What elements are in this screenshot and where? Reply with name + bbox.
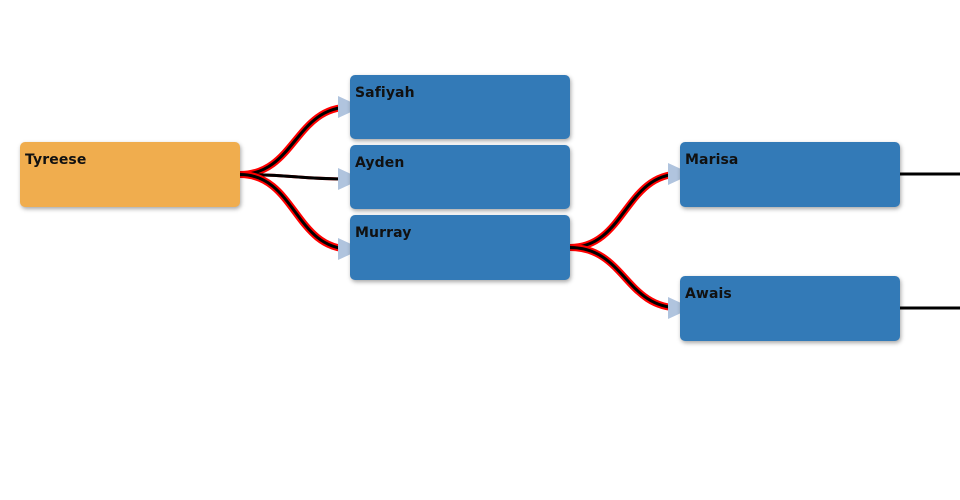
node-label: Murray — [355, 225, 412, 241]
node-label: Safiyah — [355, 85, 415, 101]
node-ayden[interactable]: Ayden — [350, 145, 570, 209]
node-label: Tyreese — [25, 152, 87, 168]
node-marisa[interactable]: Marisa — [680, 142, 900, 207]
node-awais[interactable]: Awais — [680, 276, 900, 341]
node-label: Awais — [685, 286, 732, 302]
connector-murray-awais — [569, 246, 681, 310]
node-label: Ayden — [355, 155, 405, 171]
connector-tyreese-safiyah — [239, 105, 351, 176]
node-safiyah[interactable]: Safiyah — [350, 75, 570, 139]
connector-murray-marisa — [569, 172, 681, 249]
node-murray[interactable]: Murray — [350, 215, 570, 280]
connector-tyreese-murray — [239, 173, 351, 251]
node-label: Marisa — [685, 152, 739, 168]
node-tyreese[interactable]: Tyreese — [20, 142, 240, 207]
